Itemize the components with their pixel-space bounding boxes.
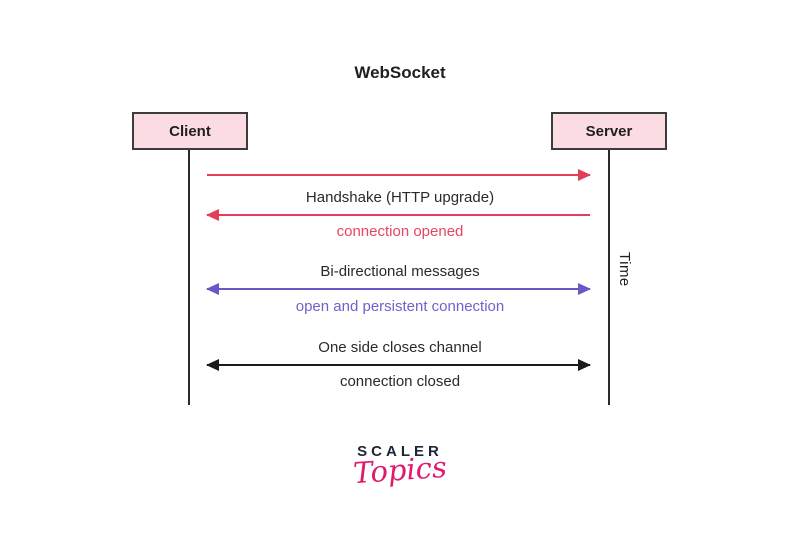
handshake-request-arrow [207,169,591,181]
arrow-shaft [207,288,590,290]
server-box-label: Server [585,122,633,140]
arrowhead-left-icon [206,209,219,221]
arrow-shaft [207,174,590,176]
client-box: Client [132,112,248,150]
arrowhead-right-icon [578,283,591,295]
logo-scaler-text: SCALER [357,443,443,460]
scaler-topics-logo: SCALER Topics [0,443,800,490]
client-lifeline [188,150,190,405]
client-box-label: Client [169,122,211,140]
connection-opened-note: connection opened [336,223,464,240]
arrow-shaft [207,214,590,216]
close-channel-label: One side closes channel [318,339,482,356]
server-lifeline [608,150,610,405]
diagram-title: WebSocket [354,63,446,82]
arrowhead-left-icon [206,283,219,295]
handshake-label: Handshake (HTTP upgrade) [305,189,495,206]
connection-closed-note: connection closed [339,373,461,390]
bidirectional-arrow [206,283,591,295]
server-box: Server [551,112,667,150]
handshake-response-arrow [206,209,590,221]
arrowhead-right-icon [578,169,591,181]
persistent-connection-note: open and persistent connection [295,298,505,315]
close-arrow [206,359,591,371]
arrowhead-right-icon [578,359,591,371]
arrow-shaft [207,364,590,366]
logo-topics-text: Topics [352,449,448,491]
arrowhead-left-icon [206,359,219,371]
time-axis-label: Time [616,252,633,287]
bidirectional-label: Bi-directional messages [320,263,480,280]
